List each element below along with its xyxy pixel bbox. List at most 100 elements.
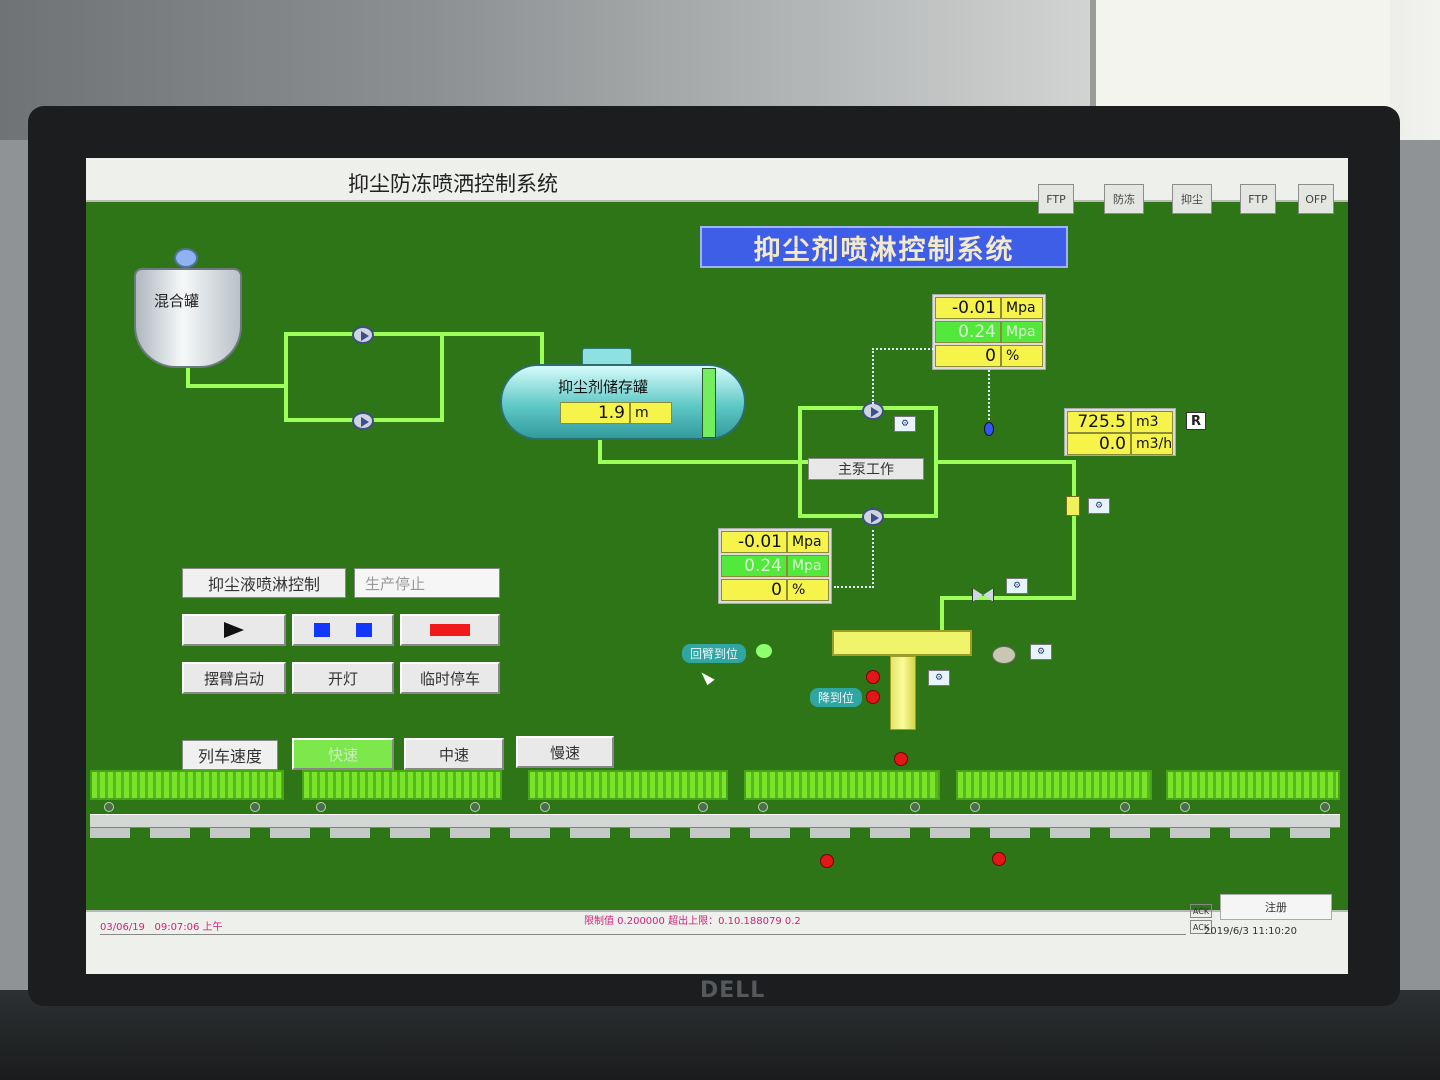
brand-logo: DELL	[700, 978, 766, 1003]
start-button[interactable]	[182, 614, 286, 646]
pump-1-status-icon[interactable]: ⚙	[894, 416, 916, 432]
mix-tank-label: 混合罐	[154, 292, 200, 310]
signal-line	[872, 530, 874, 588]
toolbar-ofp-button[interactable]: OFP	[1298, 184, 1334, 214]
train-car	[956, 770, 1152, 800]
arm-lower-indicator	[866, 690, 880, 704]
sensor-indicator-1	[894, 752, 908, 766]
mix-tank[interactable]: 混合罐	[134, 268, 242, 368]
arm-status-icon[interactable]: ⚙	[928, 670, 950, 686]
storage-level-value: 1.9	[560, 402, 630, 424]
pause-button[interactable]	[292, 614, 394, 646]
mid-suction-pressure: -0.01 Mpa	[721, 531, 829, 553]
train-wheel	[540, 802, 550, 812]
storage-level-readout: 1.9 m	[560, 402, 672, 424]
title-bar: 抑尘防冻喷洒控制系统 FTP 防冻 抑尘 FTP OFP	[86, 158, 1348, 214]
train-car	[90, 770, 284, 800]
track-sensor-1	[820, 854, 834, 868]
top-suction-pressure: -0.01 Mpa	[935, 297, 1043, 319]
pipe	[186, 384, 286, 388]
flow-meter-status-icon[interactable]: ⚙	[1088, 498, 1110, 514]
train-wheel	[316, 802, 326, 812]
spray-arm-post	[890, 656, 916, 730]
pipe	[540, 332, 544, 372]
train-wheel	[1320, 802, 1330, 812]
flow-rate: 0.0 m3/h	[1067, 433, 1173, 455]
signal-line	[872, 348, 934, 350]
train	[90, 770, 1340, 814]
top-readout-panel: -0.01 Mpa 0.24 Mpa 0 %	[932, 294, 1046, 370]
train-wheel	[250, 802, 260, 812]
train-wheel	[470, 802, 480, 812]
pipe	[186, 368, 190, 388]
arm-return-tag: 回臂到位	[682, 644, 747, 663]
track-sensor-2	[992, 852, 1006, 866]
pipe	[798, 406, 802, 516]
pressure-sensor-icon	[984, 422, 994, 436]
arm-start-button[interactable]: 摆臂启动	[182, 662, 286, 694]
main-pump-2-icon[interactable]	[862, 508, 884, 526]
rail-track	[90, 814, 1340, 828]
pipe	[284, 332, 288, 422]
transfer-pump-1-icon[interactable]	[352, 326, 374, 344]
pipe	[940, 596, 1076, 600]
arm-limit-indicator	[866, 670, 880, 684]
flow-total: 725.5 m3	[1067, 411, 1173, 433]
ack-button-1[interactable]: ACK	[1190, 904, 1212, 918]
spray-control-label: 抑尘液喷淋控制	[182, 568, 346, 598]
pause-icon-left	[314, 623, 330, 637]
toolbar-dust-button[interactable]: 抑尘	[1172, 184, 1212, 214]
play-icon	[224, 622, 244, 638]
window-title: 抑尘防冻喷洒控制系统	[348, 172, 558, 196]
storage-level-bar	[702, 368, 716, 438]
toolbar-ftp-button[interactable]: FTP	[1038, 184, 1074, 214]
train-car	[302, 770, 502, 800]
train-wheel	[970, 802, 980, 812]
train-car	[744, 770, 940, 800]
train-wheel	[758, 802, 768, 812]
flow-readout-panel: 725.5 m3 0.0 m3/h	[1064, 408, 1176, 456]
hmi-screen: 抑尘防冻喷洒控制系统 FTP 防冻 抑尘 FTP OFP 抑尘剂喷淋控制系统 混…	[86, 158, 1348, 974]
production-status: 生产停止	[354, 568, 500, 598]
signal-line	[834, 586, 874, 588]
arm-return-indicator	[756, 644, 772, 658]
ack-button-2[interactable]: ACK	[1190, 920, 1212, 934]
pause-icon-right	[356, 623, 372, 637]
train-car	[1166, 770, 1340, 800]
pipe	[598, 440, 602, 464]
reset-button[interactable]: R	[1186, 412, 1206, 430]
speed-slow-button[interactable]: 慢速	[516, 736, 614, 768]
status-bar: 03/06/19 09:07:06 上午 限制值 0.200000 超出上限：0…	[86, 894, 1348, 974]
train-speed-label: 列车速度	[182, 740, 278, 770]
lamp-icon[interactable]	[992, 646, 1016, 664]
spray-arm-machine[interactable]	[832, 630, 972, 656]
mid-readout-panel: -0.01 Mpa 0.24 Mpa 0 %	[718, 528, 832, 604]
speed-medium-button[interactable]: 中速	[404, 738, 504, 770]
train-wheel	[698, 802, 708, 812]
pipe	[1072, 460, 1076, 600]
signal-line	[872, 348, 874, 404]
top-discharge-pressure: 0.24 Mpa	[935, 321, 1043, 343]
alarm-message: 限制值 0.200000 超出上限：0.10.188079 0.2	[584, 916, 801, 927]
pipe	[284, 332, 542, 336]
speed-fast-button[interactable]: 快速	[292, 738, 394, 770]
signal-line	[988, 370, 990, 424]
light-on-button[interactable]: 开灯	[292, 662, 394, 694]
temp-stop-button[interactable]: 临时停车	[400, 662, 500, 694]
storage-tank-label: 抑尘剂储存罐	[558, 378, 649, 396]
arm-lower-tag: 降到位	[810, 688, 863, 707]
rail-sleepers	[90, 828, 1340, 838]
main-pump-1-icon[interactable]	[862, 402, 884, 420]
main-pump-label: 主泵工作	[808, 458, 924, 480]
register-button[interactable]: 注册	[1220, 894, 1332, 920]
mid-valve-percent: 0 %	[721, 579, 829, 601]
stop-button[interactable]	[400, 614, 500, 646]
transfer-pump-2-icon[interactable]	[352, 412, 374, 430]
train-wheel	[1120, 802, 1130, 812]
system-banner: 抑尘剂喷淋控制系统	[700, 226, 1068, 268]
train-wheel	[910, 802, 920, 812]
toolbar-ftp2-button[interactable]: FTP	[1240, 184, 1276, 214]
toolbar-antifreeze-button[interactable]: 防冻	[1104, 184, 1144, 214]
valve-status-icon[interactable]: ⚙	[1006, 578, 1028, 594]
lamp-status-icon[interactable]: ⚙	[1030, 644, 1052, 660]
